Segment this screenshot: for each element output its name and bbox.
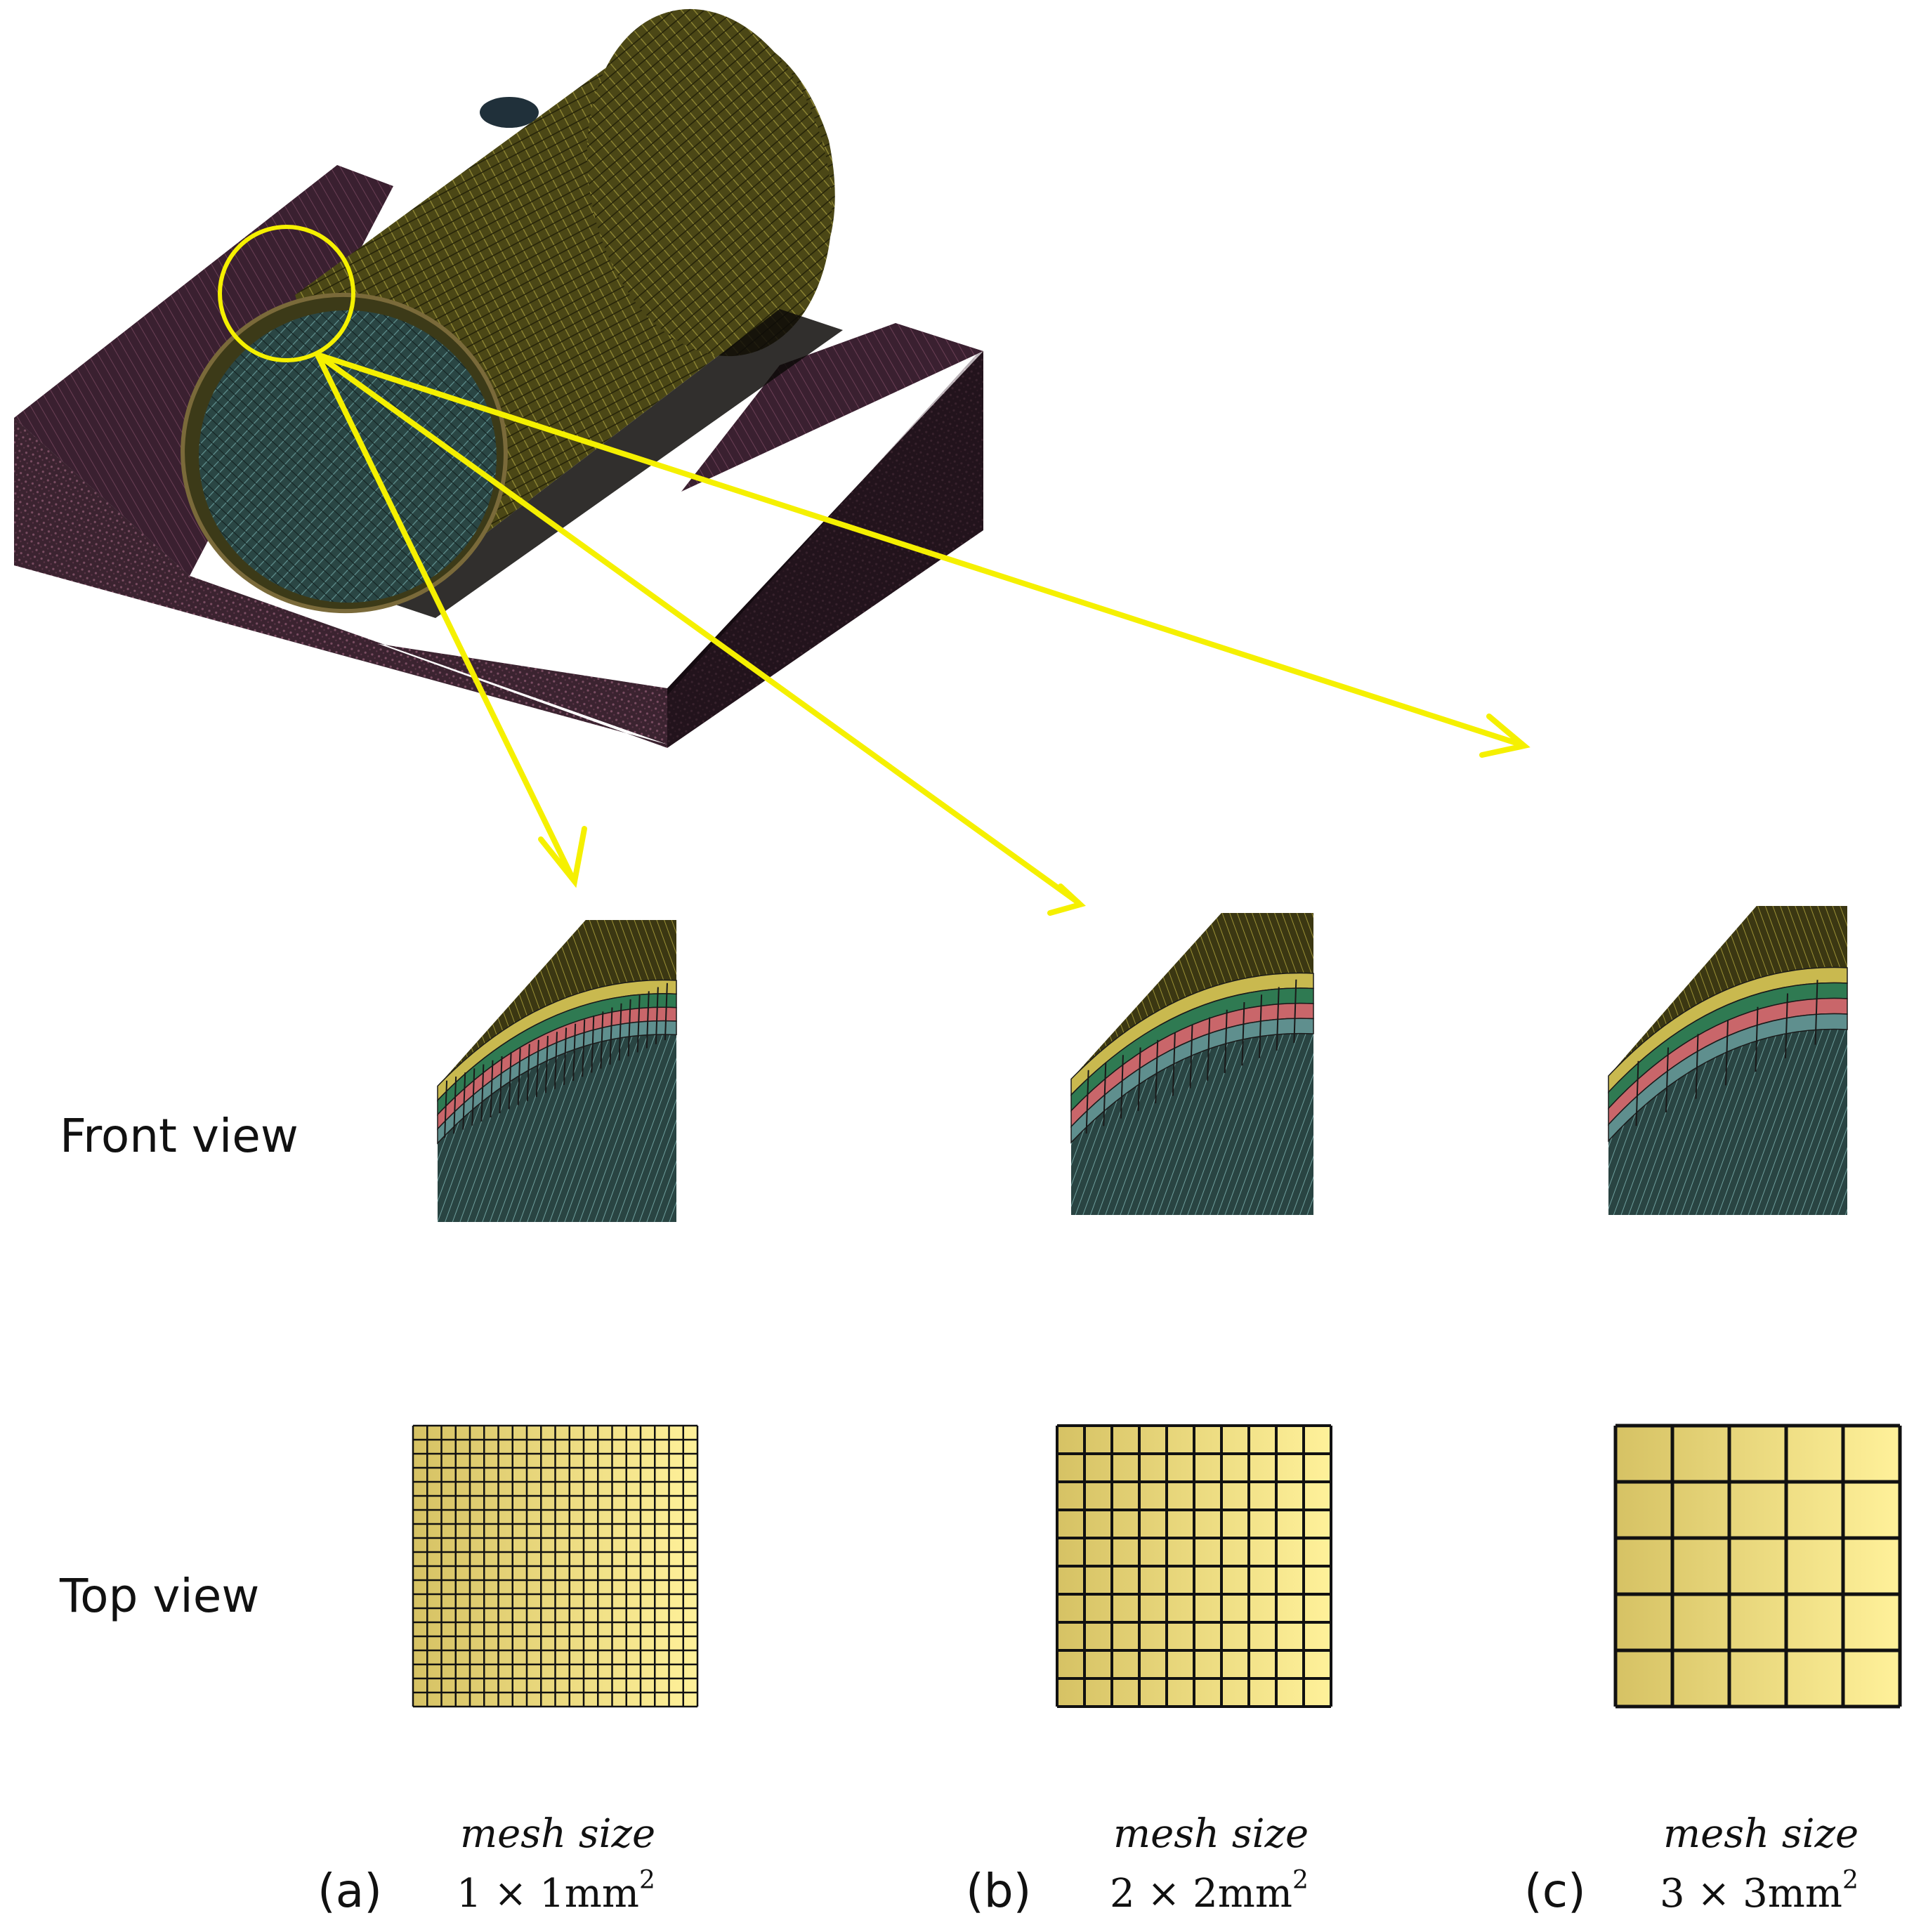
wall-cell-line bbox=[1189, 1025, 1193, 1089]
wall-cell-line bbox=[544, 1036, 549, 1093]
panel-a-size-text: 1 × 1mm bbox=[457, 1871, 639, 1917]
panel-c-exponent: 2 bbox=[1842, 1866, 1859, 1895]
wall-cell-line bbox=[1207, 1017, 1211, 1081]
wall-cell-line bbox=[1665, 1047, 1669, 1112]
panel-c-mesh-size: 3 × 3mm2 bbox=[1660, 1866, 1859, 1917]
wall-cell-line bbox=[1276, 987, 1280, 1051]
arrow-to-panel-c bbox=[315, 352, 1523, 747]
pipe-fitting bbox=[480, 97, 539, 128]
wall-cell-line bbox=[471, 1068, 476, 1126]
arrow-to-panel-b bbox=[315, 352, 1081, 905]
wall-cell-line bbox=[499, 1056, 503, 1114]
top-view-mesh-c bbox=[1613, 1424, 1902, 1709]
front-view-crop-mask bbox=[436, 919, 586, 1086]
wall-cell-line bbox=[1155, 1039, 1159, 1104]
top-views bbox=[412, 1424, 1902, 1709]
panel-a-mesh-size: 1 × 1mm2 bbox=[457, 1866, 655, 1917]
wall-cell-line bbox=[1241, 1001, 1245, 1066]
row-label-front: Front view bbox=[60, 1109, 299, 1163]
front-view-zoom-c bbox=[1607, 905, 1848, 1215]
top-view-mesh-b bbox=[1056, 1424, 1332, 1708]
soil-block-right-top bbox=[681, 323, 983, 492]
wall-cell-line bbox=[453, 1076, 457, 1134]
wall-cell-line bbox=[1172, 1032, 1176, 1096]
front-view-crop-mask bbox=[1070, 912, 1221, 1079]
top-view-mesh-fill-c bbox=[1615, 1426, 1900, 1707]
arrow-to-panel-a bbox=[315, 352, 575, 881]
wall-cell-line bbox=[1725, 1020, 1729, 1086]
wall-cell-line bbox=[636, 995, 641, 1053]
wall-cell-line bbox=[591, 1016, 595, 1073]
wall-cell-line bbox=[655, 987, 659, 1044]
panel-c-caption: (c) mesh size 3 × 3mm2 bbox=[1524, 1811, 1859, 1918]
wall-cell-line bbox=[582, 1019, 586, 1077]
wall-cell-line bbox=[1785, 993, 1788, 1058]
wall-cell-line bbox=[1259, 994, 1263, 1058]
wall-cell-line bbox=[554, 1032, 558, 1089]
zoom-arrows bbox=[315, 352, 1530, 916]
wall-cell-line bbox=[1224, 1009, 1228, 1074]
wall-cell-line bbox=[1695, 1034, 1699, 1099]
front-view-zoom-a bbox=[436, 919, 677, 1222]
panel-b-caption: (b) mesh size 2 × 2mm2 bbox=[966, 1811, 1309, 1918]
wall-cell-line bbox=[1293, 979, 1297, 1044]
front-view-zoom-b bbox=[1070, 912, 1314, 1215]
wall-cell-line bbox=[609, 1007, 613, 1065]
wall-cell-line bbox=[490, 1060, 494, 1118]
panel-a-caption: (a) mesh size 1 × 1mm2 bbox=[317, 1811, 655, 1918]
top-view-mesh-a bbox=[412, 1424, 699, 1708]
wall-cell-line bbox=[664, 983, 668, 1041]
wall-cell-line bbox=[1635, 1060, 1639, 1126]
panel-c-letter: (c) bbox=[1524, 1864, 1586, 1918]
panel-b-exponent: 2 bbox=[1292, 1866, 1309, 1895]
panel-b-mesh-caption: mesh size bbox=[1113, 1811, 1309, 1857]
wall-cell-line bbox=[480, 1064, 485, 1122]
wall-cell-line bbox=[1103, 1062, 1107, 1126]
wall-cell-line bbox=[462, 1072, 466, 1130]
wall-cell-line bbox=[1120, 1055, 1124, 1119]
panel-b-letter: (b) bbox=[966, 1864, 1031, 1918]
wall-cell-line bbox=[1137, 1047, 1141, 1111]
zoom-region-marker bbox=[218, 225, 355, 362]
wall-cell-line bbox=[1085, 1070, 1089, 1134]
front-view-crop-mask bbox=[1607, 905, 1757, 1075]
panel-a-mesh-caption: mesh size bbox=[460, 1811, 655, 1857]
soil-block-front-face-lower bbox=[14, 418, 667, 748]
wall-cell-line bbox=[618, 1003, 622, 1061]
panel-a-letter: (a) bbox=[317, 1864, 382, 1918]
wall-cell-line bbox=[645, 991, 650, 1049]
pipe-on-soil-model bbox=[14, 8, 983, 748]
wall-cell-line bbox=[526, 1044, 530, 1101]
panel-c-size-text: 3 × 3mm bbox=[1660, 1871, 1842, 1917]
wall-cell-line bbox=[535, 1039, 539, 1098]
wall-cell-line bbox=[627, 999, 631, 1057]
wall-cell-line bbox=[517, 1048, 521, 1105]
wall-cell-line bbox=[563, 1027, 568, 1085]
panel-a-exponent: 2 bbox=[639, 1866, 655, 1895]
front-views bbox=[436, 905, 1848, 1222]
panel-c-mesh-caption: mesh size bbox=[1663, 1811, 1859, 1857]
wall-cell-line bbox=[508, 1052, 512, 1110]
panel-b-size-text: 2 × 2mm bbox=[1110, 1871, 1292, 1917]
row-label-top: Top view bbox=[59, 1569, 259, 1623]
wall-cell-line bbox=[600, 1011, 604, 1069]
wall-cell-line bbox=[444, 1080, 448, 1138]
panel-b-mesh-size: 2 × 2mm2 bbox=[1110, 1866, 1309, 1917]
wall-cell-line bbox=[572, 1023, 577, 1081]
wall-cell-line bbox=[1814, 980, 1818, 1045]
pipe-inner-bore bbox=[199, 310, 497, 603]
wall-cell-line bbox=[1755, 1006, 1759, 1072]
front-view-inner-bore bbox=[438, 980, 676, 1222]
